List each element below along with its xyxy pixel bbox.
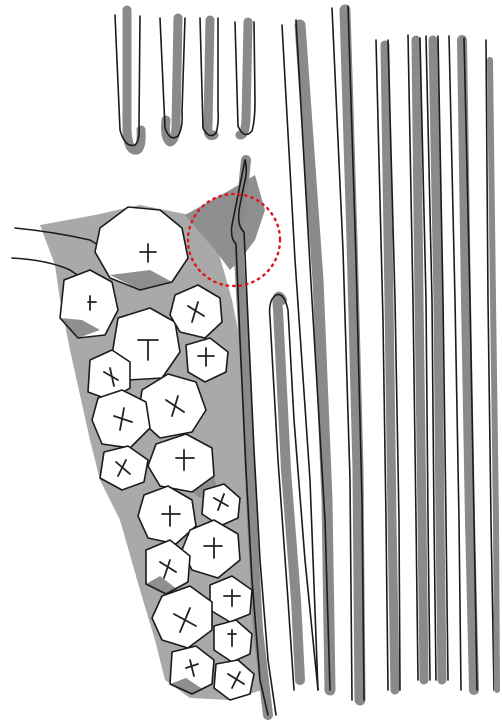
follicle-loops xyxy=(115,10,255,150)
parallel-strands xyxy=(282,6,497,700)
loop-2-shade xyxy=(166,18,179,142)
loop-3-shade xyxy=(208,20,214,136)
cell xyxy=(60,270,118,338)
loop-4-shade xyxy=(240,22,248,135)
